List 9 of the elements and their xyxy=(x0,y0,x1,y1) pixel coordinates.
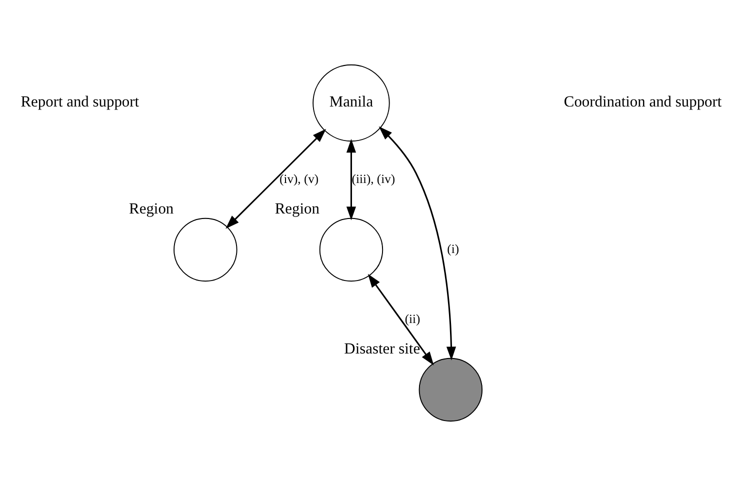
edge-label: (iv), (v) xyxy=(280,172,319,186)
label: Coordination and support xyxy=(564,94,722,111)
edge-label: (iii), (iv) xyxy=(352,172,396,186)
node-label: Disaster site xyxy=(344,340,420,358)
label: Report and support xyxy=(20,94,140,111)
node-label: Region xyxy=(129,200,174,218)
edge-label: (i) xyxy=(447,242,460,256)
edge-label: (ii) xyxy=(404,312,420,326)
node-label: Region xyxy=(274,200,320,218)
